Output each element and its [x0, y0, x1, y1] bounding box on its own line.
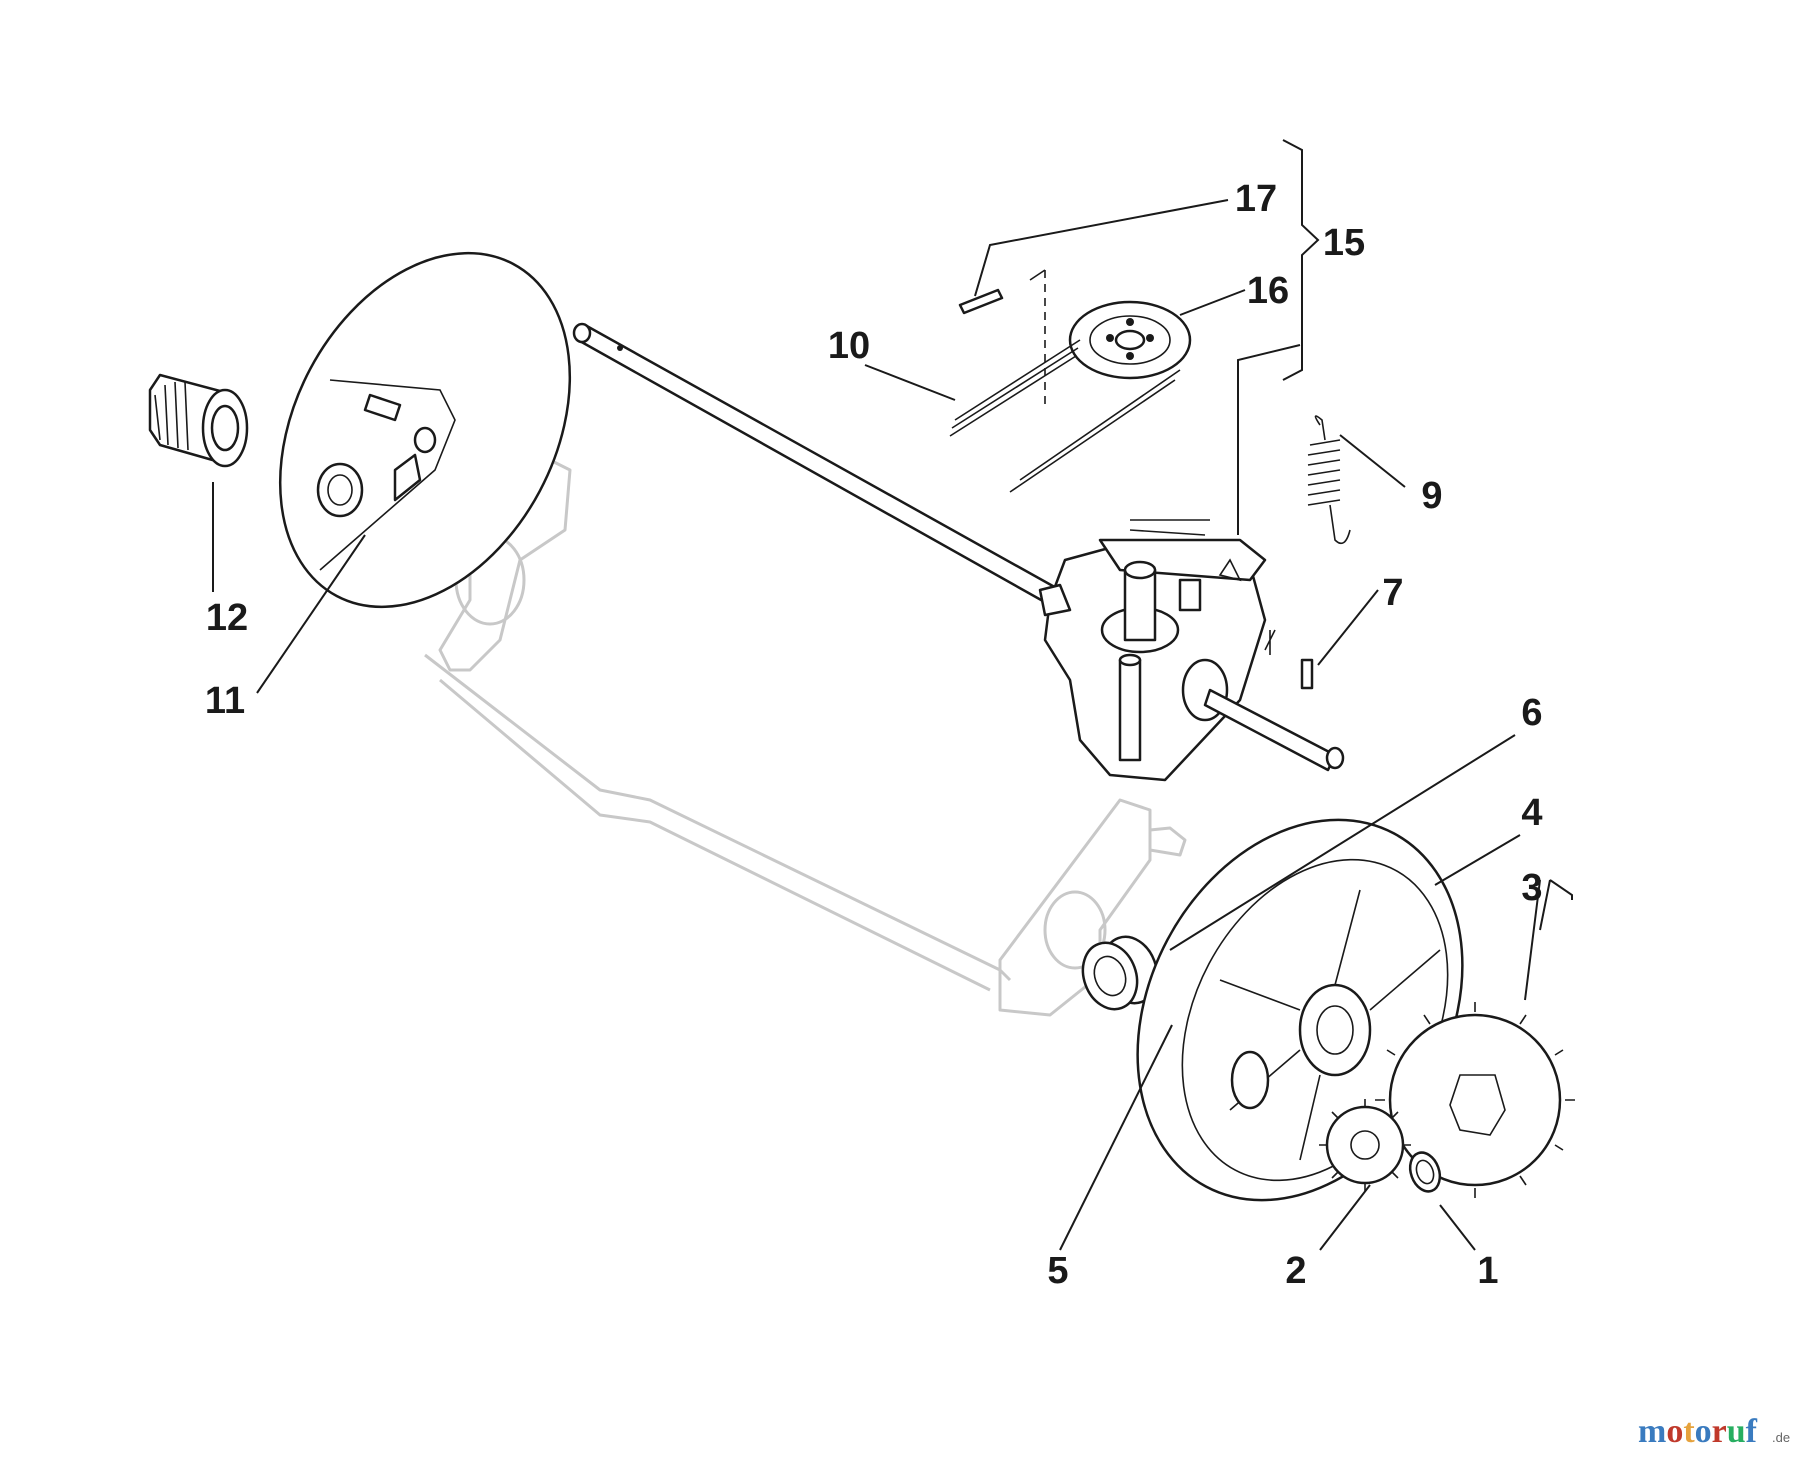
callout-1: 1 — [1477, 1250, 1498, 1292]
callout-labels: 1 2 3 4 5 6 7 9 10 11 12 15 16 17 — [205, 178, 1543, 1292]
callout-3: 3 — [1521, 867, 1542, 909]
group-bracket-15 — [1282, 139, 1320, 381]
watermark-logo: motoruf .de — [1638, 1413, 1790, 1450]
callout-10: 10 — [828, 325, 870, 367]
washer-1 — [1408, 1151, 1442, 1193]
callout-6: 6 — [1521, 692, 1542, 734]
bracket-3 — [1539, 879, 1573, 931]
bearing-6 — [1081, 935, 1159, 1011]
belt-pulley — [949, 269, 1192, 493]
svg-text:.de: .de — [1772, 1430, 1790, 1445]
large-gear-3 — [1375, 1002, 1575, 1198]
callout-9: 9 — [1421, 475, 1442, 517]
small-gear-2 — [1319, 1099, 1411, 1191]
callout-5: 5 — [1047, 1250, 1068, 1292]
svg-text:motoruf: motoruf — [1638, 1413, 1758, 1450]
leader-lines — [212, 199, 1541, 1251]
pin-17 — [958, 288, 1004, 315]
drive-bush — [148, 373, 249, 468]
frame-ghost — [418, 438, 1187, 1017]
drive-shaft — [572, 322, 1062, 607]
callout-12: 12 — [206, 597, 248, 639]
spring-9 — [1307, 415, 1351, 545]
callout-2: 2 — [1285, 1250, 1306, 1292]
wheel-hub-4 — [1136, 818, 1464, 1202]
callout-7: 7 — [1382, 572, 1403, 614]
wheel-cover-disc — [278, 251, 572, 609]
callout-15: 15 — [1323, 222, 1365, 264]
callout-11: 11 — [205, 680, 245, 722]
callout-4: 4 — [1521, 792, 1542, 834]
gearbox — [1038, 519, 1345, 782]
key-7 — [1300, 658, 1314, 690]
callout-17: 17 — [1235, 178, 1277, 220]
callout-16: 16 — [1247, 270, 1289, 312]
